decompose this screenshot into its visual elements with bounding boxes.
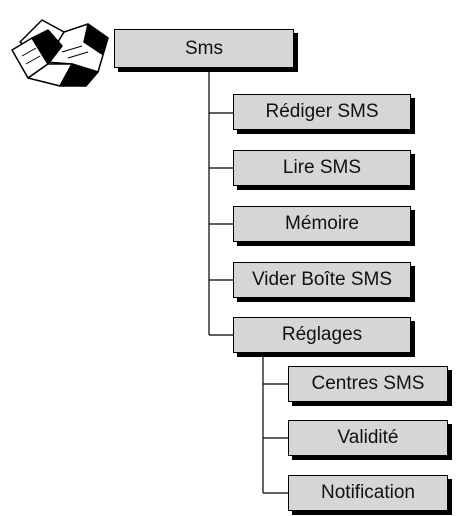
menu-item-empty-sms-box[interactable]: Vider Boîte SMS (233, 262, 411, 298)
root-node-sms: Sms (114, 29, 294, 68)
menu-item-write-sms[interactable]: Rédiger SMS (233, 94, 411, 130)
menu-item-memory[interactable]: Mémoire (233, 206, 411, 242)
sms-messages-icon (11, 19, 109, 87)
submenu-item-sms-centres[interactable]: Centres SMS (288, 366, 448, 402)
menu-item-read-sms[interactable]: Lire SMS (233, 150, 411, 186)
menu-item-settings[interactable]: Réglages (233, 317, 411, 353)
submenu-item-notification[interactable]: Notification (288, 475, 448, 511)
submenu-item-validity[interactable]: Validité (288, 420, 448, 456)
